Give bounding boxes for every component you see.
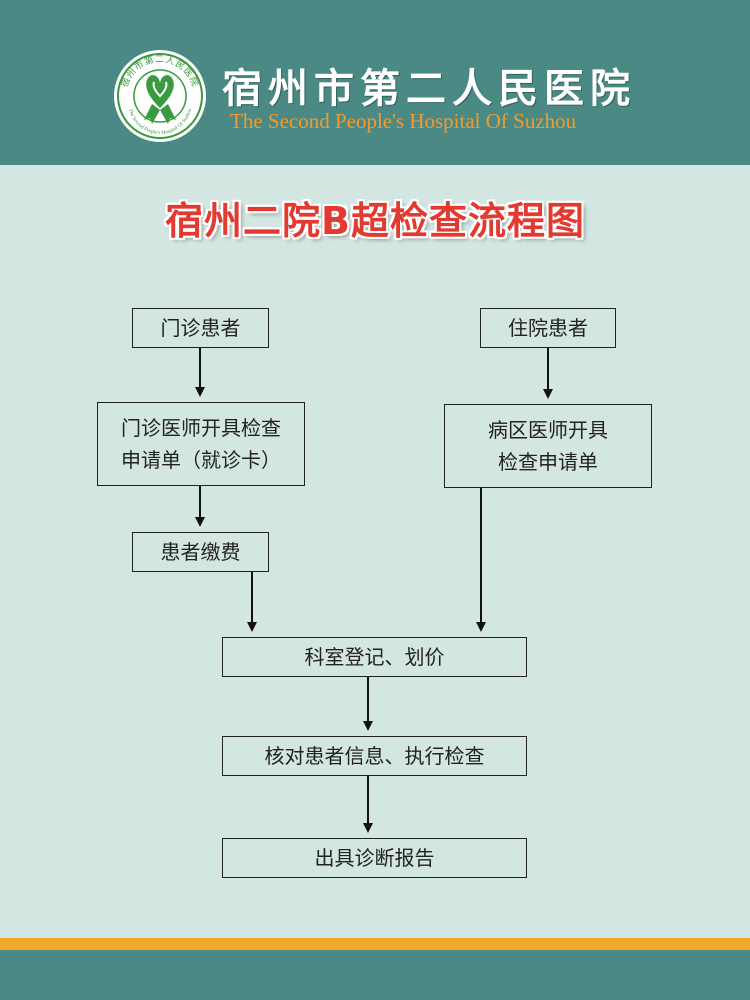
hospital-name-en: The Second People's Hospital Of Suzhou [230,109,577,133]
node-outpatient-request-line1: 门诊医师开具检查 [121,416,281,440]
node-report-label: 出具诊断报告 [314,846,435,870]
node-inpatient: 住院患者 [480,308,616,348]
hospital-name-cn: 宿州市第二人民医院 [222,65,636,112]
footer-band [0,950,750,1000]
header-banner: 宿州市第二人民医院 The Second People's Hospital O… [0,0,750,165]
footer-stripe [0,938,750,950]
node-outpatient-label: 门诊患者 [160,316,241,340]
node-inpatient-label: 住院患者 [508,316,588,340]
node-verify-label: 核对患者信息、执行检查 [264,744,485,768]
node-ward-request: 病区医师开具 检查申请单 [444,404,652,488]
node-ward-request-line1: 病区医师开具 [488,418,608,442]
node-outpatient: 门诊患者 [132,308,269,348]
node-registration: 科室登记、划价 [222,637,527,677]
node-ward-request-line2: 检查申请单 [498,450,598,474]
hospital-logo-icon: 宿州市第二人民医院 The Second People's Hospital O… [114,50,206,142]
node-verify: 核对患者信息、执行检查 [222,736,527,776]
node-report: 出具诊断报告 [222,838,527,878]
node-payment: 患者缴费 [132,532,269,572]
node-payment-label: 患者缴费 [160,540,241,564]
node-outpatient-request: 门诊医师开具检查 申请单（就诊卡） [97,402,305,486]
page-title: 宿州二院B超检查流程图 [165,199,585,243]
node-registration-label: 科室登记、划价 [304,645,445,669]
node-outpatient-request-line2: 申请单（就诊卡） [121,448,281,472]
